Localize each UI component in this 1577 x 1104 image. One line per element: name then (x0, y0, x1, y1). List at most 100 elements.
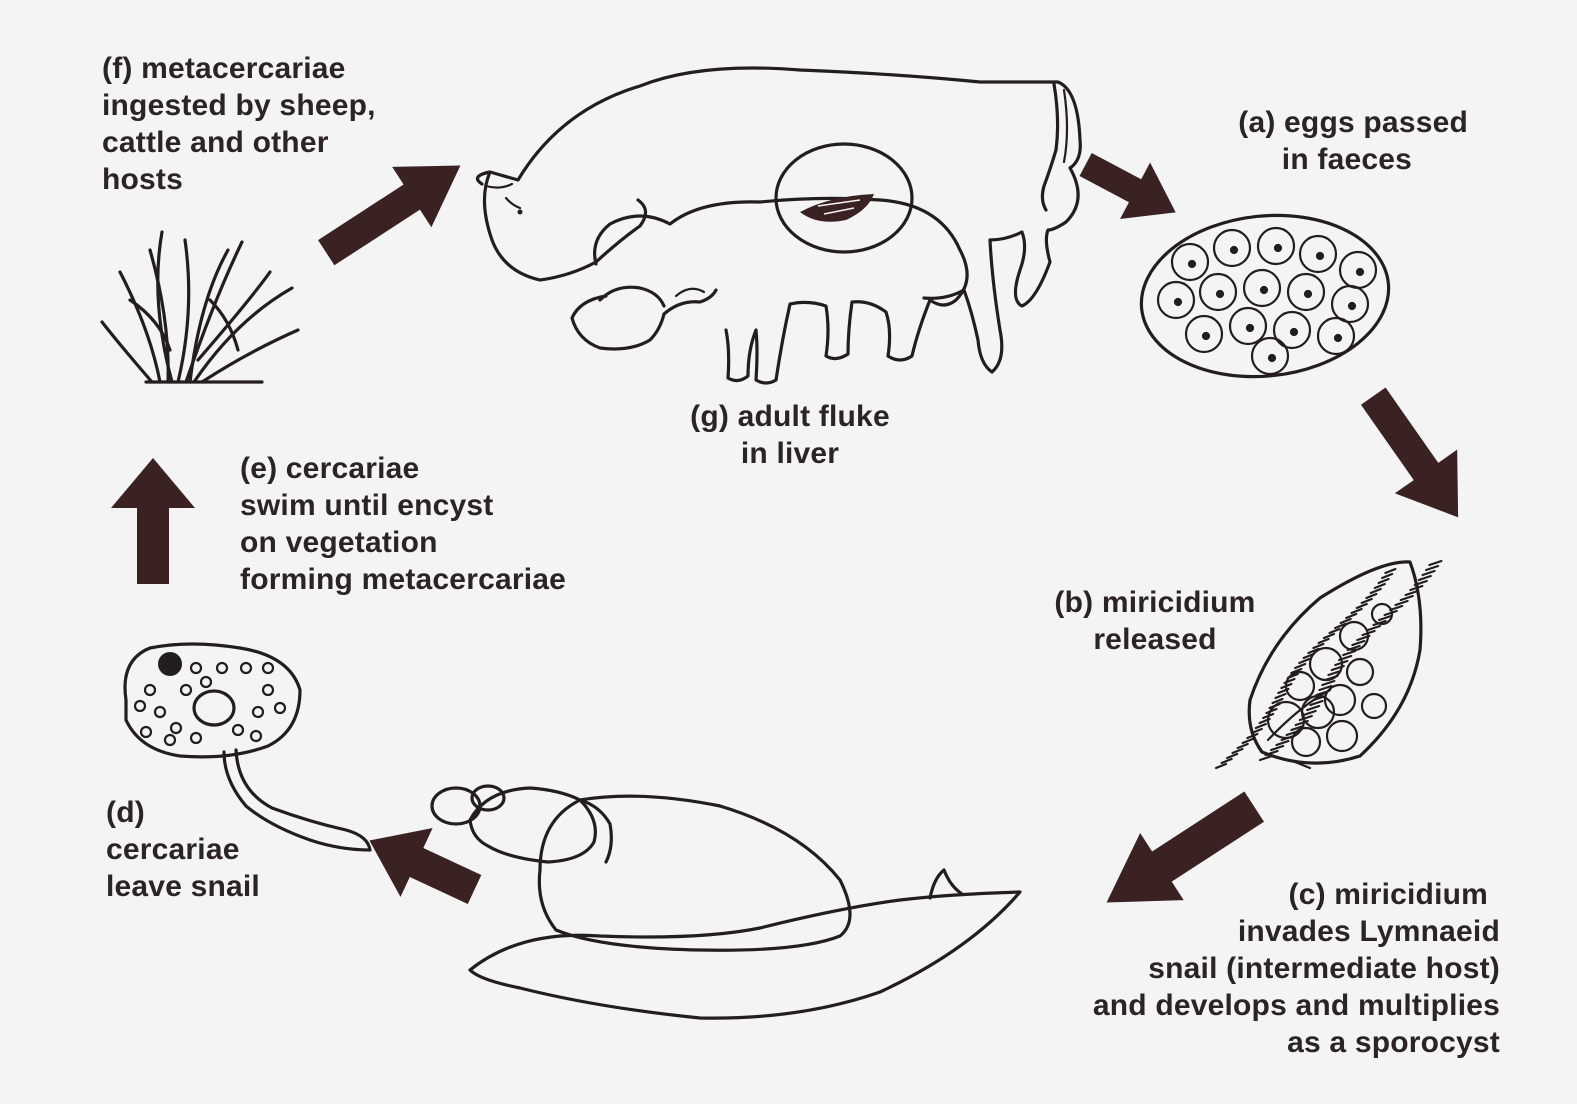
stage-e-line: (e) cercariae (240, 450, 566, 487)
egg-nucleus (1291, 329, 1297, 335)
cercaria-cell (263, 685, 273, 695)
stage-g-label: (g) adult fluke in liver (640, 398, 940, 472)
cercaria-cell (217, 663, 227, 673)
cilium (1362, 599, 1372, 603)
stage-f-line: cattle and other (102, 124, 376, 161)
stage-d-label: (d) cercariae leave snail (106, 794, 260, 905)
stage-f-line: hosts (102, 161, 376, 198)
arrow-cercaria-to-vegetation (111, 458, 195, 584)
stage-c-line: invades Lymnaeid (930, 913, 1500, 950)
cilium (1260, 756, 1272, 760)
stage-e-line: swim until encyst (240, 487, 566, 524)
cilium (1375, 584, 1385, 588)
egg-nucleus (1335, 335, 1341, 341)
cilium (1295, 664, 1305, 668)
egg-nucleus (1349, 303, 1355, 309)
cilium (1313, 644, 1323, 648)
stage-b-label: (b) miricidium released (1010, 584, 1300, 658)
egg-nucleus (1231, 247, 1237, 253)
cercaria-cell (253, 707, 263, 717)
cilium (1346, 614, 1356, 618)
stage-e-line: on vegetation (240, 524, 566, 561)
cilium (1222, 759, 1232, 763)
cilium (1275, 694, 1285, 698)
stage-d-line: leave snail (106, 868, 260, 905)
cilium (1322, 681, 1334, 685)
stage-g-line: in liver (640, 435, 940, 472)
stage-c-line: (c) miricidium (930, 876, 1500, 913)
stage-f-line: (f) metacercariae (102, 50, 376, 87)
cow-and-sheep-illustration (478, 68, 1081, 383)
cilium (1379, 579, 1389, 583)
cilium (1307, 706, 1319, 710)
cilium (1232, 749, 1242, 753)
stage-f-label: (f) metacercariae ingested by sheep, cat… (102, 50, 376, 198)
cilium (1304, 711, 1316, 715)
cilium (1256, 724, 1266, 728)
cercaria-cell (135, 701, 145, 711)
cilium (1406, 591, 1418, 595)
cilium (1385, 569, 1395, 573)
cilium (1371, 589, 1381, 593)
stage-a-label: (a) eggs passed in faeces (1150, 104, 1468, 178)
cilium (1330, 629, 1340, 633)
egg-nucleus (1317, 253, 1323, 259)
cercaria-cell (233, 725, 243, 735)
egg-nucleus (1247, 325, 1253, 331)
cercaria-cell (201, 677, 211, 687)
cilium (1324, 634, 1334, 638)
cercaria-cell (145, 685, 155, 695)
egg-nucleus (1203, 333, 1209, 339)
egg-nucleus (1217, 291, 1223, 297)
stage-b-line: (b) miricidium (1010, 584, 1300, 621)
stage-f-line: ingested by sheep, (102, 87, 376, 124)
grass-illustration (102, 232, 298, 382)
egg-nucleus (1175, 299, 1181, 305)
cilium (1396, 601, 1408, 605)
cilium (1366, 594, 1376, 598)
cilium (1319, 639, 1329, 643)
stage-g-line: (g) adult fluke (640, 398, 940, 435)
cilium (1276, 741, 1288, 745)
cilium (1382, 574, 1392, 578)
cilium (1216, 764, 1226, 768)
egg-cluster-illustration (1133, 203, 1396, 388)
stage-a-line: (a) eggs passed (1150, 104, 1468, 141)
stage-e-label: (e) cercariae swim until encyst on veget… (240, 450, 566, 598)
cercaria-cell (141, 727, 151, 737)
stage-d-line: (d) (106, 794, 260, 831)
cilium (1357, 604, 1367, 608)
cercaria-cell (171, 723, 181, 733)
cercaria-cell (241, 663, 251, 673)
cilium (1368, 626, 1380, 630)
stage-a-line: in faeces (1150, 141, 1468, 178)
stage-d-line: cercariae (106, 831, 260, 868)
egg-nucleus (1261, 287, 1267, 293)
cercaria-cell (155, 707, 165, 717)
cercaria-cell (275, 703, 285, 713)
cilium (1271, 746, 1283, 750)
egg-nucleus (1269, 355, 1275, 361)
stage-c-line: and develops and multiplies (930, 987, 1500, 1024)
cilium (1419, 576, 1431, 580)
cercaria-cell (263, 663, 273, 673)
arrow-eggs-to-miracidium (1342, 374, 1489, 539)
cilium (1390, 606, 1402, 610)
cilium (1426, 566, 1438, 570)
cilium (1243, 739, 1253, 743)
egg-nucleus (1305, 291, 1311, 297)
cilium (1352, 641, 1364, 645)
stage-c-label: (c) miricidium invades Lymnaeid snail (i… (930, 876, 1500, 1061)
stage-e-line: forming metacercariae (240, 561, 566, 598)
cilium (1238, 744, 1248, 748)
egg-nucleus (1189, 261, 1195, 267)
cilium (1352, 609, 1362, 613)
cilium (1423, 571, 1435, 575)
stage-c-line: as a sporocyst (930, 1024, 1500, 1061)
cilium (1429, 561, 1441, 565)
cercaria-cell (191, 663, 201, 673)
stage-c-line: snail (intermediate host) (930, 950, 1500, 987)
cilium (1227, 754, 1237, 758)
egg-nucleus (1357, 269, 1363, 275)
